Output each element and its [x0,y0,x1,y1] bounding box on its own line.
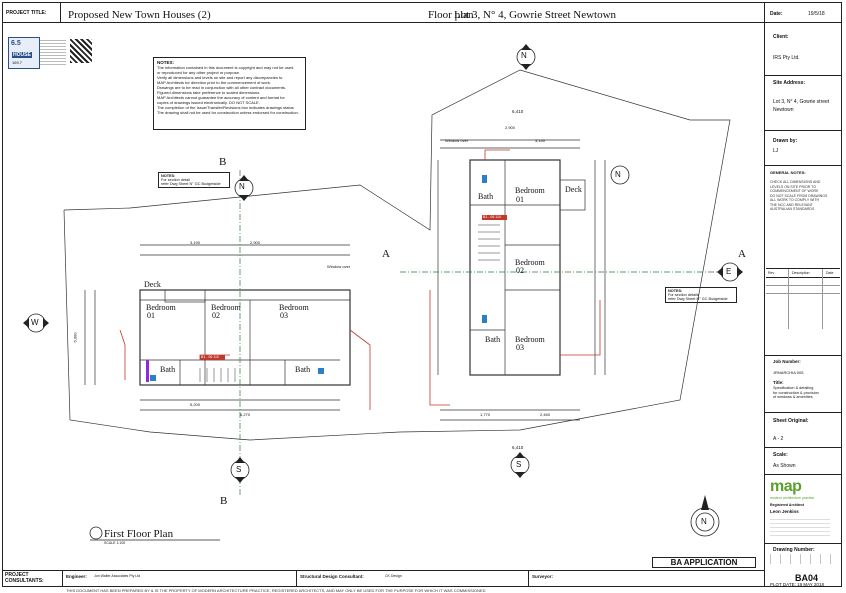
section-note-box-left: NOTES: For section detail refer Dwg Shee… [158,172,230,188]
general-notes-heading: GENERAL NOTES: [770,170,806,175]
notes-box: NOTES: The information contained in this… [153,57,306,130]
left-bedroom-03-label: Bedroom [279,303,309,312]
dim-bottom-right: 6,410 [512,445,524,450]
plan-scale: SCALE 1:100 [104,541,126,545]
revision-table: Rev Description Date [766,268,840,329]
site-boundary [63,69,731,441]
south-marker-left: S [236,465,242,474]
west-marker: W [31,318,39,327]
section-marker-b-top: B [219,156,227,168]
left-bedroom-02-label: Bedroom [211,303,241,312]
drawing-number-label: Drawing Number: [773,547,815,553]
title-value: Specification & detailing for constructi… [773,386,819,399]
north-arrow: N [701,517,707,526]
north-marker-left: N [239,182,245,191]
architect-contact-block [770,516,830,536]
right-deck-label: Deck [565,185,582,194]
date-value: 19/5/18 [808,11,825,17]
section-marker-b-bottom: B [220,495,228,507]
sheet-heading: Floor plan [428,9,474,21]
date-label: Date: [770,11,783,17]
left-window-note: Window over [327,264,351,269]
address-heading: Lot 3, N° 4, Gowrie Street Newtown [454,9,617,21]
left-bedroom-01-label: Bedroom [146,303,176,312]
right-tag: B1 - 06 110 [483,215,501,219]
section-marker-a-right: A [738,248,746,260]
plot-date: PLOT DATE: 19 MAY 2018 [770,582,824,587]
consultants-label: PROJECT CONSULTANTS: [5,572,44,584]
general-notes: CHECK ALL DIMENSIONS AND LEVELS ON SITE … [770,180,828,211]
engineer-label: Engineer: [66,574,87,579]
structural-label: Structural Design Consultant: [300,574,364,579]
right-bedroom-01-label: Bedroom [515,186,545,195]
left-bath-2-label: Bath [295,365,311,374]
client-label: Client: [773,34,789,40]
client-value: IRS Pty Ltd. [773,55,800,61]
architect-name: Leon Jenkins [770,509,799,514]
registered-label: Registered Architect [770,503,805,507]
site-address-label: Site Address: [773,80,806,86]
left-tag: B1 - 06 110 [201,355,219,359]
engineer-value: Jon Walter Associates Pty Ltd [94,574,141,578]
right-bedroom-03-label: Bedroom [515,335,545,344]
badge-text-block [40,39,66,65]
section-note-box-right: NOTES: For section details refer Dwg She… [665,287,737,303]
disclaimer: THIS DOCUMENT HAS BEEN PREPARED BY & IS … [66,588,486,593]
drawn-by-value: LJ [773,148,779,154]
scale-value: As Shown [773,463,796,469]
right-building-outline [469,159,561,376]
right-bath-1-label: Bath [478,192,494,201]
ba-application-box: BA APPLICATION [652,557,756,568]
sheet-original-value: A - 2 [773,436,784,442]
right-bedroom-02-label: Bedroom [515,258,545,267]
project-title: Proposed New Town Houses (2) [68,9,211,21]
surveyor-label: Surveyor: [532,574,554,579]
left-building-outline [139,289,351,386]
drawing-number: BA04 [795,573,819,583]
drawing-number-grid [770,554,840,564]
house-star-icon: 6.5 HOUSE 169.7 [8,37,40,69]
sheet-original-label: Sheet Original: [773,418,809,424]
job-number-label: Job Number: [773,359,801,364]
energy-rating-badge: 6.5 HOUSE 169.7 [8,37,96,77]
dim-top-right: 6,410 [512,109,524,114]
section-marker-a-left: A [382,248,390,260]
left-deck-label: Deck [144,280,161,289]
map-logo: map [770,478,802,495]
map-logo-subtitle: modern architecture practice [770,496,815,500]
header-divider [2,22,764,23]
drawing-sheet [2,2,842,587]
plan-title: First Floor Plan [104,528,174,540]
right-window-note: Window over [445,138,469,143]
scale-label: Scale: [773,452,788,458]
project-title-label: PROJECT TITLE: [6,10,47,16]
qr-code-icon [70,39,92,63]
north-marker-upper: N [521,51,527,60]
job-number-value: JRNARCHIA 005 [773,370,804,375]
title-label: Title: [773,380,784,385]
south-marker-right: S [516,460,522,469]
site-address-line-1: Lot 3, N° 4, Gowrie street [773,99,830,105]
north-marker-right: N [615,170,621,179]
left-bath-1-label: Bath [160,365,176,374]
east-marker: E [726,267,732,276]
right-bath-2-label: Bath [485,335,501,344]
structural-value: CK Design [385,574,402,578]
drawn-by-label: Drawn by: [773,138,798,144]
site-address-line-2: Newtown [773,107,794,113]
